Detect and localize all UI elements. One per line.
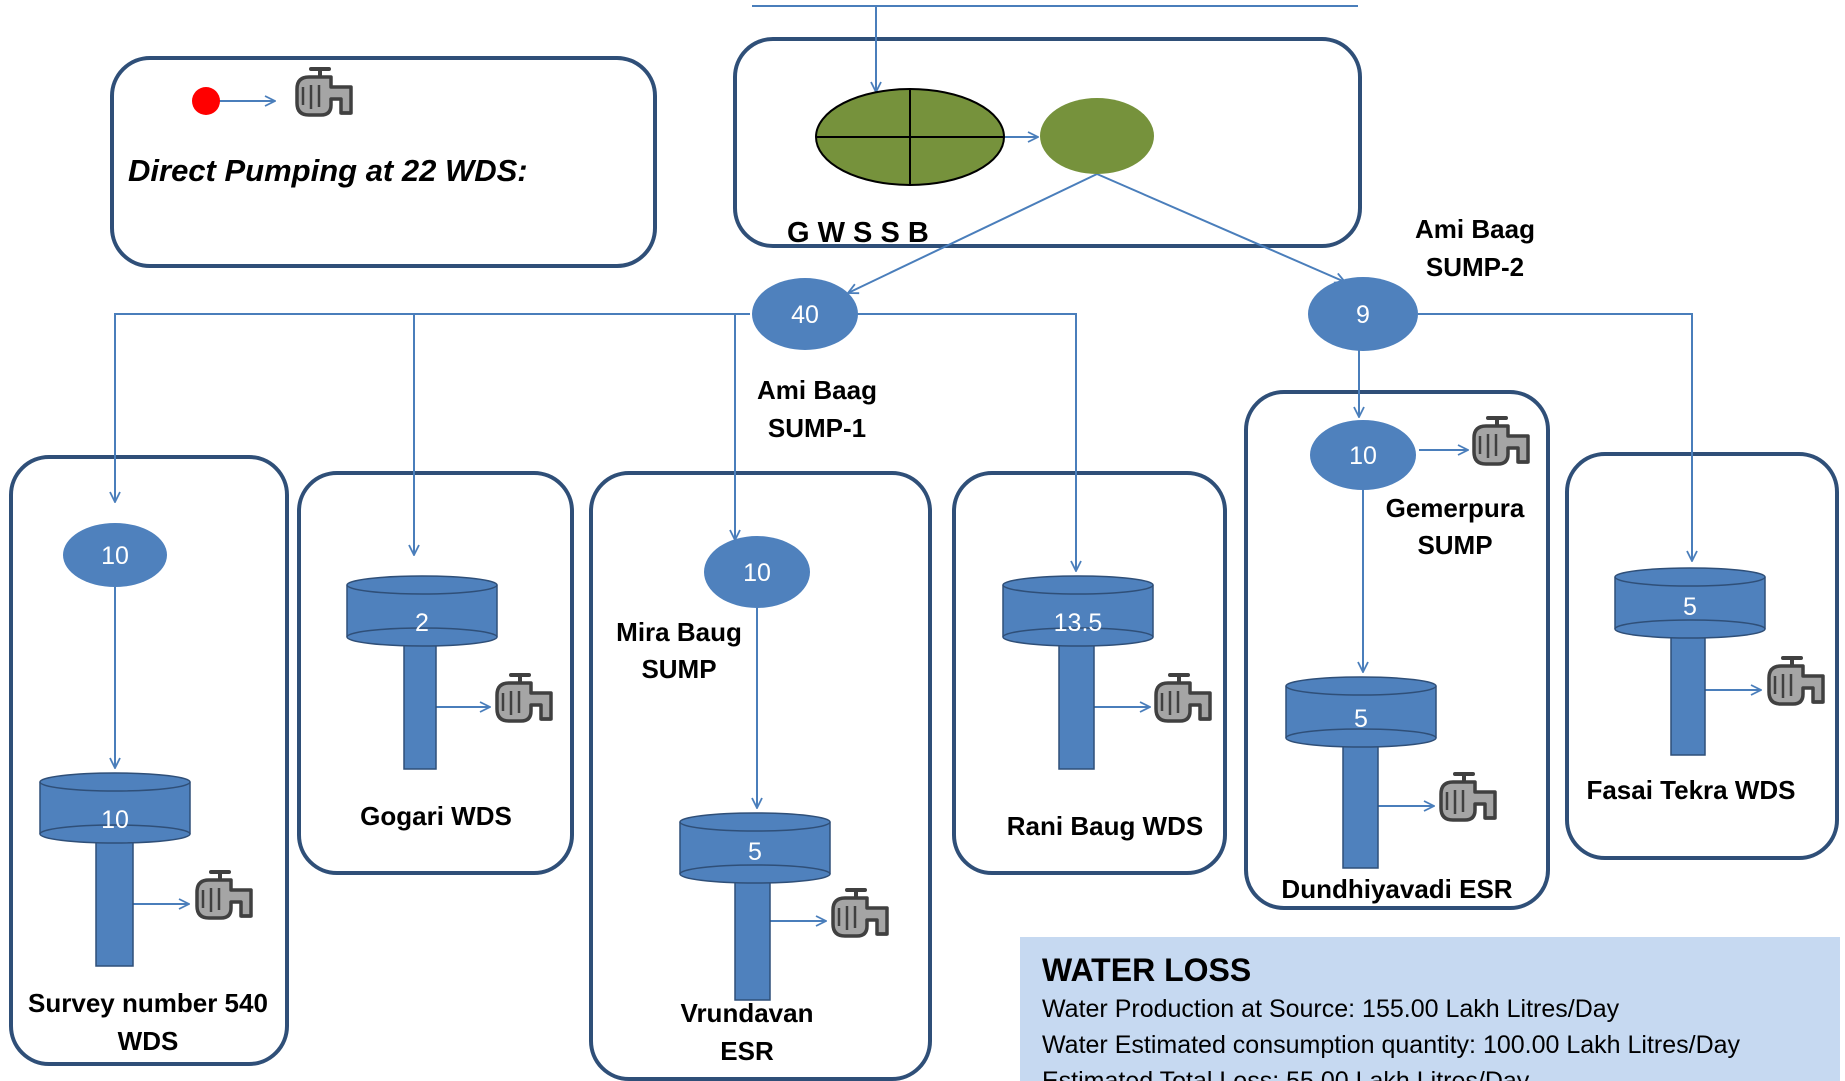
rani-box — [952, 471, 1227, 875]
vrundavan-label-line1: Vrundavan — [681, 998, 814, 1028]
gemerpura-tap-icon — [1472, 416, 1530, 466]
sump-2-value: 9 — [1356, 301, 1370, 329]
vrundavan-label-line2: ESR — [720, 1036, 774, 1066]
legend-box — [110, 56, 657, 268]
rani-label: Rani Baug WDS — [1007, 811, 1203, 841]
fasai-label: Fasai Tekra WDS — [1586, 775, 1795, 805]
survey-tap-icon — [195, 870, 253, 920]
survey-box — [9, 455, 289, 1066]
dundhiyavadi-box — [1244, 390, 1550, 910]
survey-tank — [39, 772, 191, 967]
fasai-tap-icon — [1767, 656, 1825, 706]
dundhiyavadi-sump-label-line1: Gemerpura — [1386, 493, 1525, 523]
legend-dot — [192, 87, 220, 115]
vrundavan-sump-value: 10 — [743, 559, 771, 587]
source-label: G W S S B — [787, 217, 929, 249]
sump-1 — [752, 278, 858, 350]
water-loss-line: Water Estimated consumption quantity: 10… — [1042, 1031, 1741, 1059]
gogari-label: Gogari WDS — [360, 801, 512, 831]
sump-2 — [1308, 277, 1418, 351]
fasai-tank-value: 5 — [1683, 593, 1697, 621]
dundhiyavadi-sump-label-line2: SUMP — [1417, 530, 1492, 560]
rani-tank — [1002, 575, 1154, 770]
source-reservoir — [815, 88, 1005, 186]
survey-sump-value: 10 — [101, 542, 129, 570]
dundhiyavadi-sump — [1310, 420, 1416, 490]
survey-label-line2: WDS — [118, 1026, 179, 1056]
sump-1-label-line1: Ami Baag — [757, 375, 877, 405]
survey-tank-value: 10 — [101, 806, 129, 834]
rani-tap-icon — [1154, 673, 1212, 723]
source-sump — [1040, 98, 1154, 174]
dundhiyavadi-tank-value: 5 — [1354, 705, 1368, 733]
water-loss-line: Water Production at Source: 155.00 Lakh … — [1042, 995, 1620, 1023]
dundhiyavadi-tap-icon — [1439, 772, 1497, 822]
vrundavan-tank-value: 5 — [748, 838, 762, 866]
gogari-tank — [346, 575, 498, 770]
flow-lines — [115, 5, 1761, 921]
source-box — [733, 37, 1362, 248]
water-loss-line: Estimated Total Loss: 55.00 Lakh Litres/… — [1042, 1067, 1530, 1081]
sump-1-value: 40 — [791, 301, 819, 329]
legend-tap-icon — [295, 67, 353, 117]
vrundavan-sump-label-line1: Mira Baug — [616, 617, 742, 647]
water-loss-panel — [1020, 937, 1840, 1081]
survey-label-line1: Survey number 540 — [28, 988, 268, 1018]
gogari-box — [297, 471, 574, 875]
legend-text: Direct Pumping at 22 WDS: — [128, 153, 528, 188]
vrundavan-tap-icon — [831, 888, 889, 938]
sump-2-label-line1: Ami Baag — [1415, 214, 1535, 244]
sump-1-label-line2: SUMP-1 — [768, 413, 866, 443]
vrundavan-sump — [704, 536, 810, 608]
dundhiyavadi-tank — [1285, 676, 1437, 869]
rani-tank-value: 13.5 — [1054, 609, 1103, 637]
water-loss-title: WATER LOSS — [1042, 952, 1251, 988]
fasai-tank — [1614, 567, 1766, 756]
dundhiyavadi-sump-value: 10 — [1349, 442, 1377, 470]
dundhiyavadi-label: Dundhiyavadi ESR — [1281, 874, 1512, 904]
sump-2-label-line2: SUMP-2 — [1426, 252, 1524, 282]
survey-sump — [63, 523, 167, 587]
fasai-box — [1565, 452, 1839, 860]
gogari-tap-icon — [495, 673, 553, 723]
vrundavan-sump-label-line2: SUMP — [641, 654, 716, 684]
vrundavan-tank — [679, 812, 831, 1001]
vrundavan-box — [589, 471, 932, 1081]
gogari-tank-value: 2 — [415, 609, 429, 637]
